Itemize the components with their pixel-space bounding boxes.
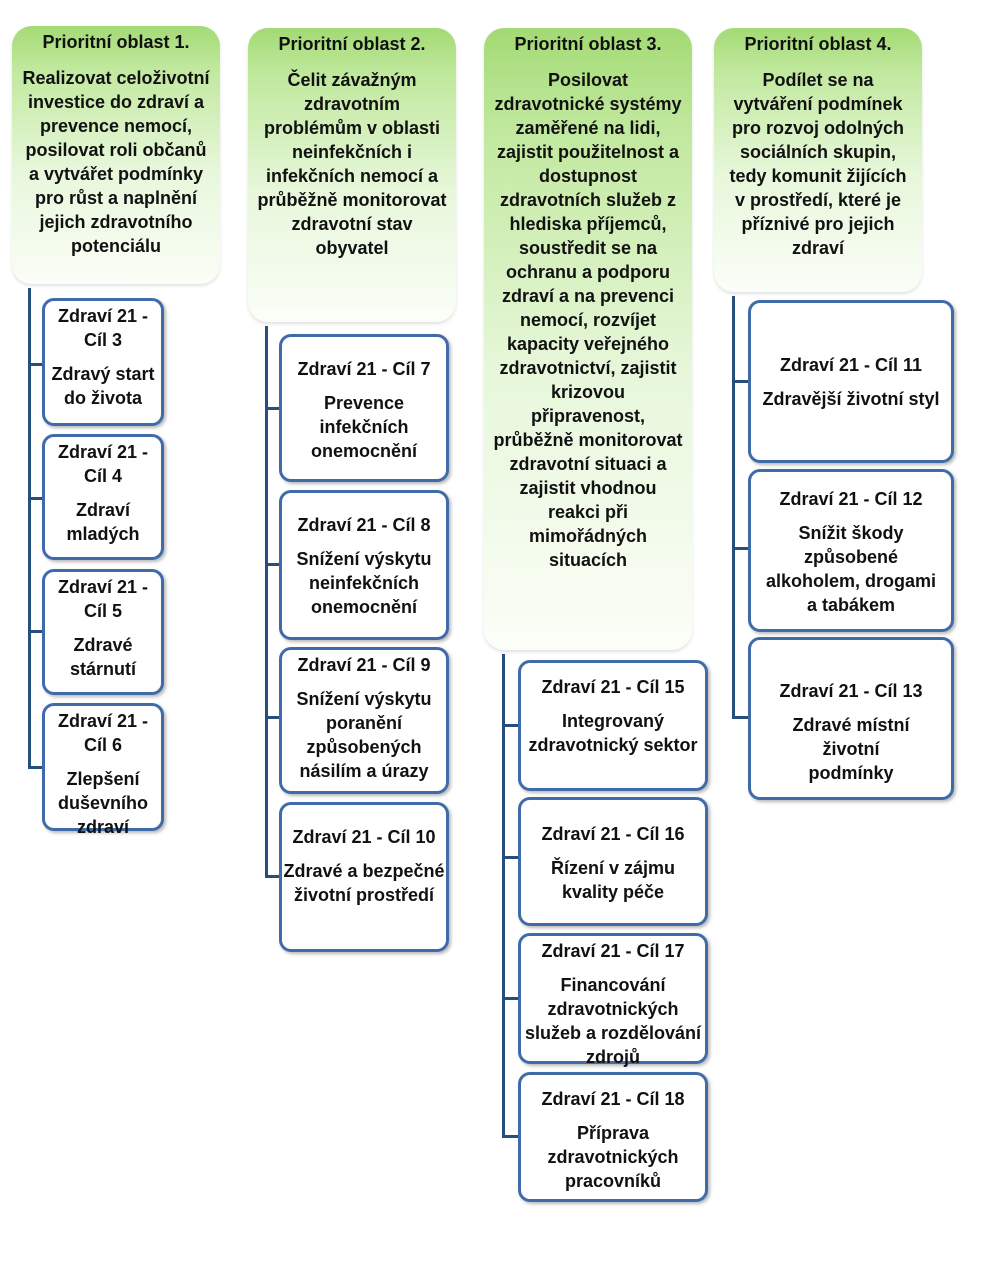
goal-box-13: Zdraví 21 - Cíl 13 Zdravé místní životní… [748, 637, 954, 800]
goal-box-16: Zdraví 21 - Cíl 16 Řízení v zájmu kvalit… [518, 797, 708, 926]
goal-box-10: Zdraví 21 - Cíl 10 Zdravé a bezpečné živ… [279, 802, 449, 952]
goal-box-17: Zdraví 21 - Cíl 17 Financování zdravotni… [518, 933, 708, 1067]
branch-goal-4 [28, 497, 44, 500]
goal-box-3: Zdraví 21 - Cíl 3 Zdravý start do života [42, 298, 164, 426]
goal-box-8: Zdraví 21 - Cíl 8 Snížení výskytu neinfe… [279, 490, 449, 640]
branch-goal-9 [265, 716, 281, 719]
priority-area-3-description: Posilovat zdravotnické systémy zaměřené … [493, 70, 683, 570]
branch-goal-5 [28, 630, 44, 633]
goal-13-description: Zdravé místní životní podmínky [792, 715, 910, 783]
goal-16-description: Řízení v zájmu kvality péče [550, 858, 676, 902]
goal-box-12: Zdraví 21 - Cíl 12 Snížit škody způsoben… [748, 469, 954, 632]
priority-area-2-description: Čelit závažným zdravotním problémům v ob… [257, 70, 447, 258]
branch-goal-16 [502, 856, 520, 859]
connector-area-4 [732, 296, 735, 718]
goal-4-title: Zdraví 21 - Cíl 4 [57, 442, 149, 486]
goal-6-description: Zlepšení duševního zdraví [57, 769, 148, 837]
goal-box-18: Zdraví 21 - Cíl 18 Příprava zdravotnický… [518, 1072, 708, 1202]
goal-9-description: Snížení výskytu poranění způsobených nás… [296, 689, 432, 781]
goal-6-title: Zdraví 21 - Cíl 6 [57, 711, 149, 755]
priority-area-1-description: Realizovat celoživotní investice do zdra… [22, 68, 210, 256]
goal-box-6: Zdraví 21 - Cíl 6 Zlepšení duševního zdr… [42, 703, 164, 837]
goal-3-description: Zdravý start do života [51, 364, 155, 408]
priority-area-4-description: Podílet se na vytváření podmínek pro roz… [729, 70, 907, 258]
goal-8-title: Zdraví 21 - Cíl 8 [297, 515, 431, 535]
branch-goal-3 [28, 363, 44, 366]
goal-12-title: Zdraví 21 - Cíl 12 [779, 489, 923, 509]
goal-10-description: Zdravé a bezpečné životní prostředí [283, 861, 445, 905]
priority-area-2: Prioritní oblast 2. Čelit závažným zdrav… [248, 28, 456, 322]
goal-17-description: Financování zdravotnických služeb a rozd… [524, 975, 702, 1067]
goal-5-title: Zdraví 21 - Cíl 5 [57, 577, 149, 621]
goal-18-title: Zdraví 21 - Cíl 18 [541, 1089, 685, 1109]
branch-goal-13 [732, 716, 750, 719]
priority-area-2-title: Prioritní oblast 2. [278, 34, 426, 54]
goal-10-title: Zdraví 21 - Cíl 10 [292, 827, 436, 847]
goal-4-description: Zdraví mladých [66, 500, 140, 544]
priority-area-4-title: Prioritní oblast 4. [744, 34, 892, 54]
goal-box-4: Zdraví 21 - Cíl 4 Zdraví mladých [42, 434, 164, 560]
priority-area-4: Prioritní oblast 4. Podílet se na vytvář… [714, 28, 922, 292]
goal-3-title: Zdraví 21 - Cíl 3 [57, 306, 149, 350]
priority-area-3: Prioritní oblast 3. Posilovat zdravotnic… [484, 28, 692, 650]
goal-9-title: Zdraví 21 - Cíl 9 [297, 655, 431, 675]
goal-7-description: Prevence infekčních onemocnění [310, 393, 417, 461]
goal-15-title: Zdraví 21 - Cíl 15 [541, 677, 685, 697]
priority-area-3-title: Prioritní oblast 3. [514, 34, 662, 54]
goal-5-description: Zdravé stárnutí [69, 635, 136, 679]
connector-area-3 [502, 654, 505, 1138]
branch-goal-15 [502, 724, 520, 727]
goal-box-5: Zdraví 21 - Cíl 5 Zdravé stárnutí [42, 569, 164, 695]
goal-11-description: Zdravější životní styl [762, 389, 940, 409]
goal-13-title: Zdraví 21 - Cíl 13 [779, 681, 923, 701]
branch-goal-11 [732, 380, 750, 383]
goal-box-7: Zdraví 21 - Cíl 7 Prevence infekčních on… [279, 334, 449, 482]
branch-goal-12 [732, 547, 750, 550]
priority-area-1: Prioritní oblast 1. Realizovat celoživot… [12, 26, 220, 284]
goal-16-title: Zdraví 21 - Cíl 16 [541, 824, 685, 844]
priority-area-1-title: Prioritní oblast 1. [42, 32, 190, 52]
branch-goal-10 [265, 875, 281, 878]
goal-7-title: Zdraví 21 - Cíl 7 [297, 359, 431, 379]
goal-box-15: Zdraví 21 - Cíl 15 Integrovaný zdravotni… [518, 660, 708, 791]
branch-goal-17 [502, 997, 520, 1000]
connector-area-1 [28, 288, 31, 768]
goal-12-description: Snížit škody způsobené alkoholem, drogam… [765, 523, 937, 615]
connector-area-2 [265, 326, 268, 878]
branch-goal-18 [502, 1135, 520, 1138]
branch-goal-7 [265, 407, 281, 410]
goal-box-11: Zdraví 21 - Cíl 11 Zdravější životní sty… [748, 300, 954, 463]
branch-goal-8 [265, 563, 281, 566]
goal-8-description: Snížení výskytu neinfekčních onemocnění [296, 549, 432, 617]
goal-box-9: Zdraví 21 - Cíl 9 Snížení výskytu poraně… [279, 647, 449, 794]
goal-18-description: Příprava zdravotnických pracovníků [547, 1123, 679, 1191]
goal-17-title: Zdraví 21 - Cíl 17 [541, 941, 685, 961]
goal-15-description: Integrovaný zdravotnický sektor [528, 711, 698, 755]
branch-goal-6 [28, 766, 44, 769]
goal-11-title: Zdraví 21 - Cíl 11 [779, 355, 923, 375]
